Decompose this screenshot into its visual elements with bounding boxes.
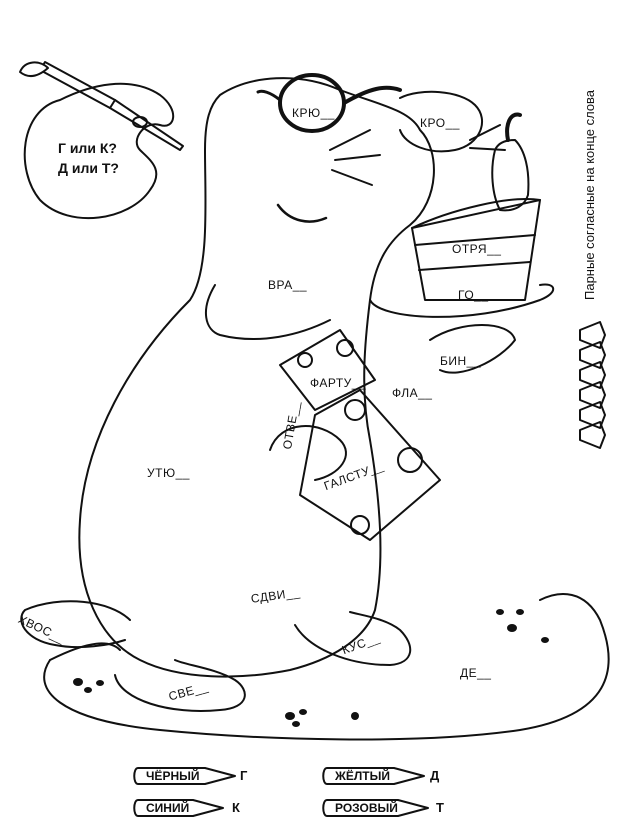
legend-color-4: РОЗОВЫЙ [335, 801, 398, 815]
legend-color-3: СИНИЙ [146, 801, 190, 815]
word-fartu: ФАРТУ__ [310, 376, 367, 390]
ground-dots [73, 609, 549, 727]
word-otrya: ОТРЯ__ [452, 242, 502, 256]
plate [369, 283, 555, 318]
word-fla: ФЛА__ [392, 386, 433, 400]
palette-icon [19, 61, 184, 220]
side-title: Парные согласные на конце слова [582, 89, 597, 300]
legend-pencils [133, 767, 429, 817]
glasses-lens [278, 73, 346, 133]
word-kryu: КРЮ__ [292, 106, 335, 120]
legend-color-1: ЧЁРНЫЙ [146, 769, 200, 783]
legend-letter-4: Т [436, 800, 444, 815]
question-line-2: Д или Т? [58, 160, 119, 176]
word-go: ГО__ [458, 288, 489, 302]
question-line-1: Г или К? [58, 140, 117, 156]
word-utyu: УТЮ__ [147, 466, 190, 480]
legend-letter-3: К [232, 800, 240, 815]
foot-left [114, 659, 246, 712]
ground-shadow [43, 593, 610, 741]
word-kro: КРО__ [420, 116, 460, 130]
word-bin: БИН__ [440, 354, 482, 368]
word-vra: ВРА__ [268, 278, 308, 292]
word-de: ДЕ__ [460, 666, 492, 680]
legend-letter-1: Г [240, 768, 248, 783]
cake [411, 199, 541, 301]
legend-color-2: ЖЁЛТЫЙ [335, 769, 390, 783]
cheese [299, 389, 441, 541]
side-pencils [579, 321, 606, 449]
legend-letter-2: Д [430, 768, 440, 783]
mole-body [78, 77, 435, 678]
foot-right [294, 611, 412, 666]
